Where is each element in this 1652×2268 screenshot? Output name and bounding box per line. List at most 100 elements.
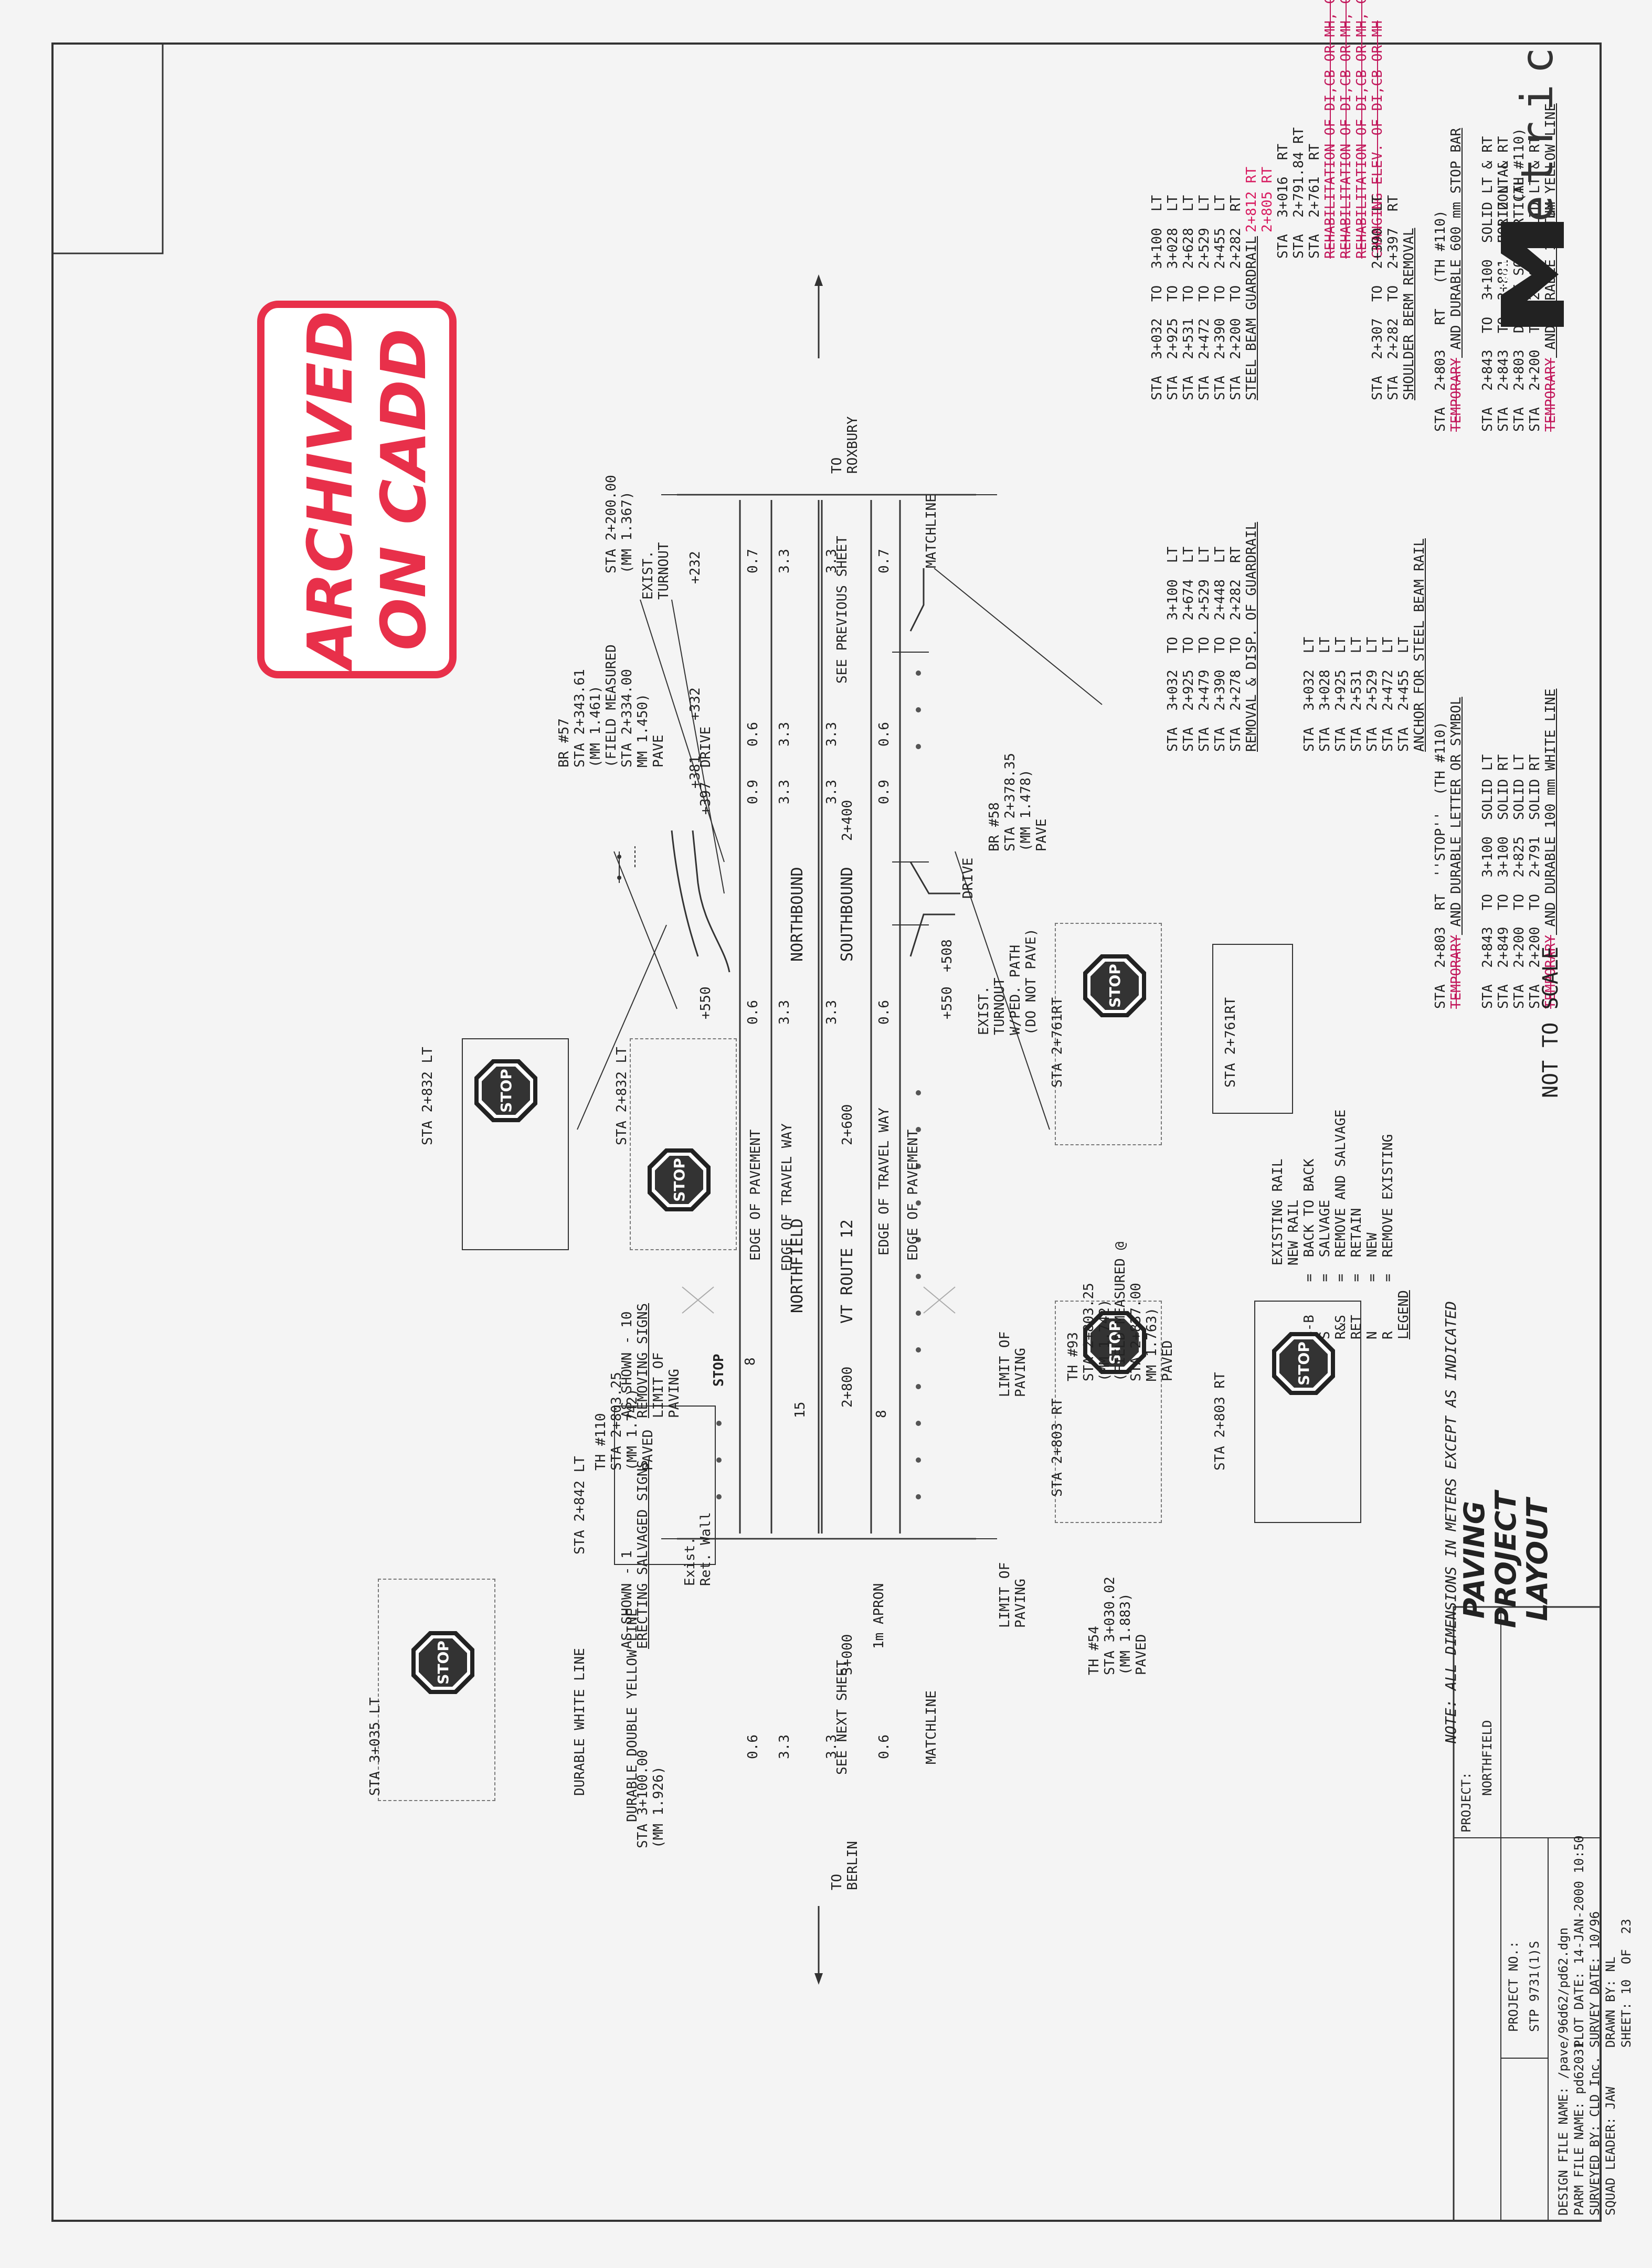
th54-label: TH #54 STA 3+030.02 (MM 1.883) PAVED [1086, 1577, 1149, 1675]
parm-file: PARM FILE NAME: pd62031 [1572, 2041, 1586, 2216]
svg-text:STOP: STOP [671, 1158, 688, 1202]
removal-row: STA 3+032 TO 3+100 LT [1165, 546, 1181, 752]
anchor-row: STA 2+529 LT [1364, 636, 1380, 752]
sign-label-2803: STA 2+803 RT [1050, 1398, 1065, 1497]
letter-title: TEMPORARY AND DURABLE LETTER OR SYMBOL [1448, 697, 1464, 1009]
sign-label-2832: STA 2+832 LT [420, 1047, 436, 1145]
removal-row: STA 2+278 TO 2+282 RT [1228, 546, 1244, 752]
not-to-scale: NOT TO SCALE [1539, 946, 1563, 1098]
edge-pave-left: EDGE OF PAVEMENT [748, 1129, 764, 1261]
stop-pavement-legend: STOP [711, 1354, 727, 1387]
dim: 3.3 [777, 780, 792, 804]
turnout-left: EXIST. TURNOUT [640, 542, 672, 600]
project-no-label: PROJECT NO.: [1506, 1941, 1521, 2032]
drive-right: DRIVE [960, 857, 976, 899]
dim: 0.6 [745, 1734, 761, 1759]
matchline-right: MATCHLINE [924, 1690, 939, 1764]
drawn-by: DRAWN BY: NL [1603, 1956, 1618, 2048]
project-name: NORTHFIELD [1480, 1720, 1495, 1796]
dim: 0.7 [745, 549, 761, 573]
dim: 0.6 [745, 1000, 761, 1025]
stop-sign-icon: STOP [472, 1057, 539, 1124]
ret-wall: Exist. Ret. Wall [682, 1512, 714, 1586]
to-berlin: TO BERLIN [829, 1841, 861, 1890]
dim: 0.6 [876, 1734, 892, 1759]
sign-box-2832b [630, 1038, 737, 1250]
dimensions-note: NOTE: ALL DIMENSIONS IN METERS EXCEPT AS… [1442, 1301, 1459, 1743]
guardrail-row: STA 2+472 TO 2+529 LT [1196, 195, 1212, 400]
svg-text:STOP: STOP [1295, 1341, 1312, 1386]
archived-stamp: ARCHIVED ON CADD [257, 301, 457, 678]
changing-red-1: 2+805 RT [1259, 166, 1275, 232]
sheet-number: SHEET: 10 OF 23 [1619, 1919, 1634, 2048]
guardrail-row: STA 2+531 TO 2+628 LT [1181, 195, 1196, 400]
archived-line1: ARCHIVED [294, 311, 366, 668]
guardrail-row: STA 3+032 TO 3+100 LT [1149, 195, 1165, 400]
design-file: DESIGN FILE NAME: /pave/96d62/pd62.dgn [1556, 1927, 1571, 2216]
plus-332: +332 [687, 687, 703, 720]
anchor-row: STA 2+531 LT [1349, 636, 1364, 752]
sta-2800: 2+800 [840, 1366, 855, 1408]
sta-2600: 2+600 [840, 1104, 855, 1145]
legend-title: LEGEND [1396, 1290, 1412, 1339]
edge-pave-right: EDGE OF PAVEMENT [905, 1129, 921, 1261]
removal-row: STA 2+925 TO 2+674 LT [1181, 546, 1196, 752]
anchor-row: STA 2+925 LT [1333, 636, 1349, 752]
dim: 0.6 [745, 722, 761, 747]
dim: 0.9 [745, 780, 761, 804]
stopbar-row: STA 2+803 RT (TH #110) [1433, 210, 1448, 432]
stop-sign-icon: STOP [1081, 1309, 1148, 1376]
dim: 0.6 [876, 1000, 892, 1025]
dim: 3.3 [824, 549, 840, 573]
limit-paving-2: LIMIT OF PAVING [997, 1331, 1029, 1397]
br57-label: BR #57 STA 2+343.61 (MM 1.461) (FIELD ME… [556, 644, 666, 768]
sign-label-2832b: STA 2+832 LT [614, 1047, 630, 1145]
vt-route: VT ROUTE 12 [838, 1219, 856, 1324]
dim: 3.3 [777, 722, 792, 747]
durable-yellow: DURABLE DOUBLE YELLOW LINE [624, 1609, 640, 1822]
survey-date: SURVEY DATE: 10/96 [1587, 1911, 1602, 2048]
dim: 3.3 [824, 780, 840, 804]
edge-travel-left: EDGE OF TRAVEL WAY [779, 1123, 795, 1271]
sheet-title: PAVING PROJECT LAYOUT [1458, 1491, 1554, 1628]
sign-label-2761b: STA 2+761RT [1223, 997, 1238, 1088]
sign-label-2761: STA 2+761RT [1050, 997, 1065, 1088]
th93-label: TH #93 STA 2+803.25 (MM 1.742) (FIELD ME… [1065, 1241, 1176, 1381]
anchor-row: STA 3+028 LT [1317, 636, 1333, 752]
stop-sign-icon: STOP [1081, 952, 1148, 1019]
plus-550a: +550 [698, 986, 714, 1019]
plus-232: +232 [687, 551, 703, 584]
limit-paving-3: LIMIT OF PAVING [997, 1562, 1029, 1628]
stop-sign-icon: STOP [1270, 1330, 1337, 1397]
br58-label: BR #58 STA 2+378.35 (MM 1.478) PAVE [987, 753, 1050, 851]
surveyed: SURVEYED BY: CLD Inc. [1587, 2056, 1602, 2216]
sign-label-2842: STA 2+842 LT [572, 1456, 588, 1554]
changing-sta-2: STA 2+791.84 RT [1291, 127, 1307, 259]
project-label: PROJECT: [1459, 1772, 1474, 1833]
svg-text:STOP: STOP [435, 1641, 452, 1685]
removal-row: STA 2+390 TO 2+448 LT [1212, 546, 1228, 752]
removal-row: STA 2+479 TO 2+529 LT [1196, 546, 1212, 752]
limit-paving-1: LIMIT OF PAVING [651, 1352, 682, 1418]
logo-word: etric [1511, 37, 1563, 222]
guardrail-row: STA 2+925 TO 3+028 LT [1165, 195, 1181, 400]
changing-sta-3: STA 3+016 RT [1275, 143, 1291, 259]
dim-8b: 8 [874, 1410, 889, 1418]
guardrail-row: STA 2+390 TO 2+455 LT [1212, 195, 1228, 400]
plus-397: +397 [698, 782, 714, 815]
anchor-row: STA 3+032 LT [1301, 636, 1317, 752]
changing-sta-1: STA 2+761 RT [1307, 143, 1322, 259]
sta-2400: 2+400 [840, 800, 855, 841]
dim: 0.9 [876, 780, 892, 804]
changing-row-3: REHABILITATION OF DI,CB OR MH, CLASS II [1338, 0, 1354, 259]
shoulder-row: STA 2+282 TO 2+397 RT [1385, 195, 1401, 400]
plus-550b: +550 [939, 986, 955, 1019]
th110-label: TH #110 STA 2+803.25 (MM 1.742) PAVED [593, 1372, 656, 1471]
dim-8a: 8 [743, 1357, 758, 1366]
dim: 3.3 [824, 1000, 840, 1025]
letter-row: STA 2+803 RT ''STOP'' (TH #110) [1433, 721, 1448, 1009]
durable-white: DURABLE WHITE LINE [572, 1648, 588, 1796]
sta-3000: 3+000 [840, 1634, 855, 1675]
